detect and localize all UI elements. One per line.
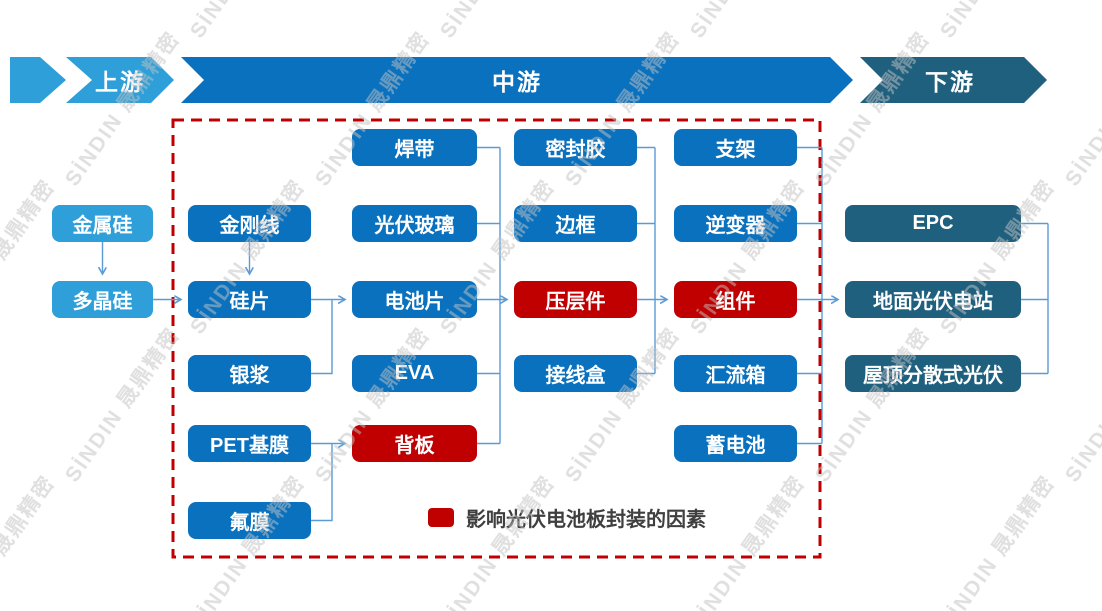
node-backsheet: 背板 xyxy=(352,425,477,462)
node-module: 组件 xyxy=(674,281,797,318)
node-sealant: 密封胶 xyxy=(514,129,637,166)
connector-lines xyxy=(103,146,1049,522)
midstream-boundary-dashed-box xyxy=(171,118,822,559)
node-welding-ribbon: 焊带 xyxy=(352,129,477,166)
node-pv-glass: 光伏玻璃 xyxy=(352,205,477,242)
node-solar-cell: 电池片 xyxy=(352,281,477,318)
node-epc: EPC xyxy=(845,205,1021,242)
node-inverter: 逆变器 xyxy=(674,205,797,242)
legend-red-swatch xyxy=(428,508,454,527)
banner-downstream-label: 下游 xyxy=(925,69,975,95)
banner-downstream-chevron xyxy=(860,57,1047,103)
node-combiner-box: 汇流箱 xyxy=(674,355,797,392)
node-polysilicon: 多晶硅 xyxy=(52,281,153,318)
node-pet-base-film: PET基膜 xyxy=(188,425,311,462)
node-rooftop-distributed-pv: 屋顶分散式光伏 xyxy=(845,355,1021,392)
legend: 影响光伏电池板封装的因素 xyxy=(428,503,706,532)
legend-label: 影响光伏电池板封装的因素 xyxy=(466,509,706,531)
node-fluorine-film: 氟膜 xyxy=(188,502,311,539)
node-silver-paste: 银浆 xyxy=(188,355,311,392)
node-laminate: 压层件 xyxy=(514,281,637,318)
node-ground-pv-station: 地面光伏电站 xyxy=(845,281,1021,318)
node-battery: 蓄电池 xyxy=(674,425,797,462)
banner-midstream-label: 中游 xyxy=(492,69,542,95)
banner-midstream-chevron xyxy=(181,57,853,103)
node-silicon-wafer: 硅片 xyxy=(188,281,311,318)
node-frame: 边框 xyxy=(514,205,637,242)
node-eva: EVA xyxy=(352,355,477,392)
banner-upstream-chevron xyxy=(10,57,174,103)
node-junction-box: 接线盒 xyxy=(514,355,637,392)
node-diamond-wire: 金刚线 xyxy=(188,205,311,242)
node-metal-silicon: 金属硅 xyxy=(52,205,153,242)
banner-upstream-label: 上游 xyxy=(95,69,145,95)
node-bracket: 支架 xyxy=(674,129,797,166)
